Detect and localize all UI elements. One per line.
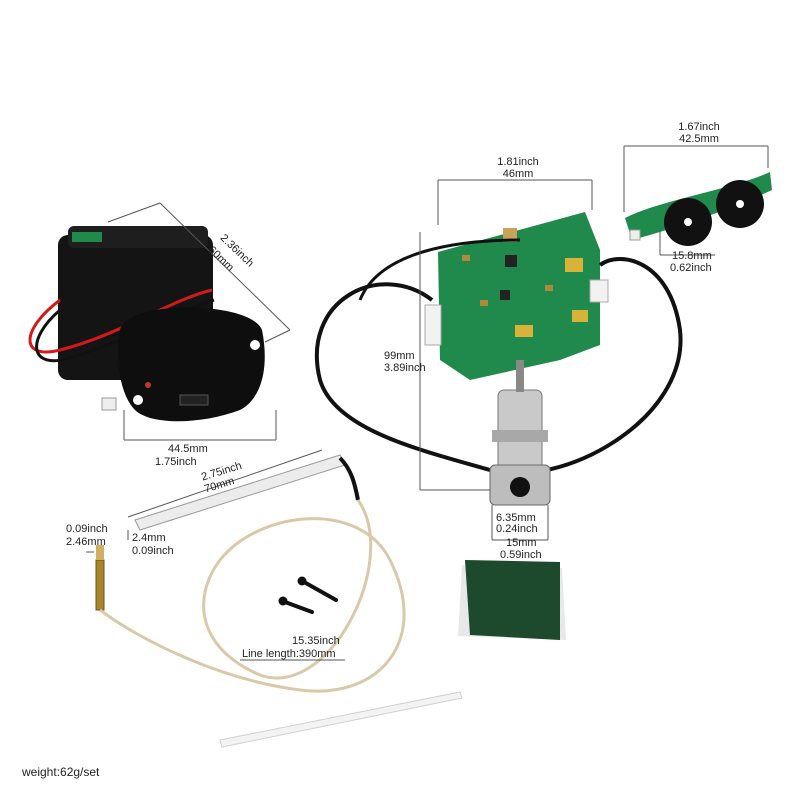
- mic-width-mm-label: 2.46mm: [66, 536, 106, 548]
- battery-width-mm-label: 44.5mm: [168, 443, 208, 455]
- strip-thickness-inch-label: 0.09inch: [132, 545, 174, 557]
- cable-tie: [219, 691, 463, 748]
- adhesive-pad: [458, 560, 566, 640]
- jack-diameter-inch-label: 0.24inch: [496, 523, 538, 535]
- jack-diameter-mm-label: 6.35mm: [496, 512, 536, 524]
- board-width-inch-label: 1.81inch: [497, 156, 539, 168]
- control-board: [625, 172, 772, 246]
- control-width-mm-label: 42.5mm: [679, 133, 719, 145]
- mic-width-inch-label: 0.09inch: [66, 523, 108, 535]
- output-jack: [489, 360, 551, 506]
- board-height-inch-label: 3.89inch: [384, 362, 426, 374]
- board-height-mm-label: 99mm: [384, 350, 415, 362]
- jack-width-inch-label: 0.59inch: [500, 549, 542, 561]
- control-dimension-lines: [623, 145, 769, 256]
- screws: [278, 576, 338, 614]
- control-width-inch-label: 1.67inch: [678, 121, 720, 133]
- jack-width-mm-label: 15mm: [506, 537, 537, 549]
- board-dimension-lines: [419, 179, 593, 541]
- piezo-strip: [134, 454, 360, 531]
- braided-cable: [99, 499, 406, 693]
- cable-length-mm-label: Line length:390mm: [242, 648, 336, 660]
- strip-dimension-lines: [127, 449, 323, 540]
- strip-thickness-mm-label: 2.4mm: [132, 532, 166, 544]
- weight-label: weight:62g/set: [22, 765, 100, 779]
- battery-dimension-lines: [107, 202, 291, 441]
- mic-element: [95, 545, 105, 611]
- battery-width-inch-label: 1.75inch: [155, 456, 197, 468]
- cable-length-inch-label: 15.35inch: [292, 635, 340, 647]
- control-height-mm-label: 15.8mm: [672, 250, 712, 262]
- board-width-mm-label: 46mm: [502, 168, 534, 180]
- control-height-inch-label: 0.62inch: [670, 262, 712, 274]
- preamp-board: [424, 212, 609, 380]
- battery-box: [28, 226, 265, 422]
